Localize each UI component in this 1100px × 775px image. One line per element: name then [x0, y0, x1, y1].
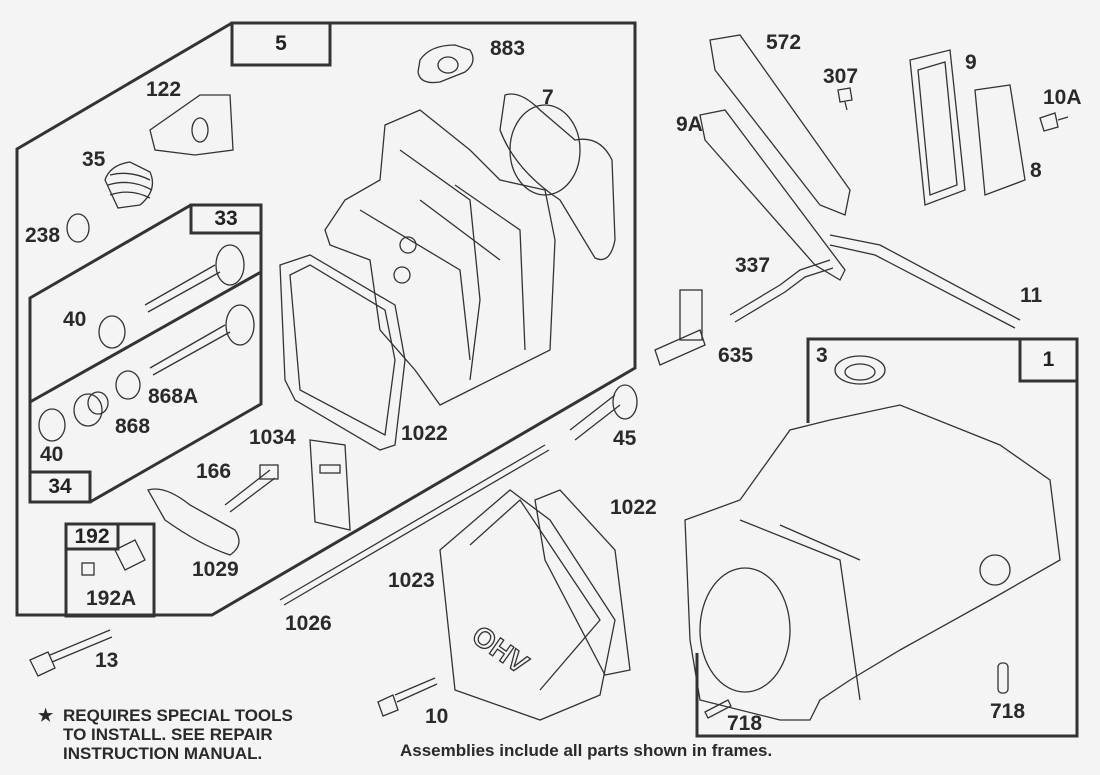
part-label-9: 9 [965, 51, 977, 74]
retainer-40a [98, 315, 126, 349]
gasket-1022 [279, 254, 406, 451]
frame-192-label: 192 [74, 524, 110, 548]
frame-33-tag [189, 203, 263, 235]
part-label-166: 166 [196, 460, 232, 483]
gasket-572 [709, 34, 851, 216]
frame-33-outline [28, 203, 263, 504]
spark-plug-337 [729, 259, 834, 323]
part-label-1022: 1022 [610, 496, 657, 519]
part-label-35: 35 [82, 148, 106, 171]
retainer-40b [38, 408, 66, 442]
fitting-635 [654, 289, 706, 366]
frame-34-tag [28, 470, 92, 504]
part-label-868a: 868A [148, 385, 199, 408]
gasket-9a [699, 109, 846, 281]
seal-3 [834, 355, 886, 385]
frame-1-tag [1018, 337, 1079, 383]
part-label-718: 718 [727, 712, 763, 735]
part-label-40: 40 [40, 443, 64, 466]
rocker-1029 [147, 488, 240, 556]
part-label-13: 13 [95, 649, 119, 672]
part-label-11: 11 [1020, 284, 1043, 307]
star-icon: ★ [38, 706, 54, 725]
cover-ohv-text: OHV [467, 620, 535, 680]
part-label-1034: 1034 [249, 426, 296, 449]
part-label-635: 635 [718, 344, 754, 367]
part-label-883: 883 [490, 37, 526, 60]
seal-868 [73, 391, 109, 427]
part-label-307: 307 [823, 65, 859, 88]
bolt-10 [377, 677, 438, 717]
part-label-238: 238 [25, 224, 61, 247]
part-label-10a: 10A [1043, 86, 1082, 109]
dowel-718b [997, 662, 1009, 694]
guide-192 [81, 539, 146, 576]
stud-166 [224, 464, 279, 513]
frame-1-outline [695, 337, 1079, 738]
plate-1034 [309, 439, 351, 531]
part-label-40: 40 [63, 308, 87, 331]
tube-45 [569, 384, 638, 441]
part-label-3: 3 [816, 344, 828, 367]
part-label-718: 718 [990, 700, 1026, 723]
note-line: TO INSTALL. SEE REPAIR [63, 725, 273, 744]
part-label-1022: 1022 [401, 422, 448, 445]
cylinder-head [324, 109, 556, 406]
part-label-7: 7 [542, 86, 554, 109]
frame-1-label: 1 [1042, 348, 1055, 371]
gasket-883 [417, 44, 474, 84]
part-label-8: 8 [1030, 159, 1042, 182]
frame-34-label: 34 [48, 475, 72, 498]
part-label-1029: 1029 [192, 558, 239, 581]
frame-192-tag [64, 522, 120, 551]
part-label-1026: 1026 [285, 612, 332, 635]
part-label-10: 10 [425, 705, 449, 728]
screw-10a [1039, 112, 1069, 132]
gasket-1022b [534, 489, 631, 676]
cover-1023 [439, 489, 616, 721]
gasket-9 [909, 49, 966, 206]
part-label-337: 337 [735, 254, 771, 277]
tube-11 [829, 234, 1021, 329]
assemblies-note: Assemblies include all parts shown in fr… [400, 741, 773, 760]
frame-33-label: 33 [214, 207, 238, 230]
pushrod-1026 [279, 444, 550, 606]
part-label-572: 572 [766, 31, 802, 54]
part-label-192a: 192A [86, 587, 137, 610]
frame-divider [29, 270, 262, 404]
screw-307 [837, 87, 853, 111]
part-label-9a: 9A [676, 113, 703, 136]
bracket-122 [149, 94, 234, 156]
note-line: REQUIRES SPECIAL TOOLS [63, 706, 293, 725]
cover-8 [974, 84, 1026, 196]
washer-868a [115, 370, 141, 400]
valve-intake [144, 244, 245, 313]
cap-238 [66, 213, 90, 243]
part-label-868: 868 [115, 415, 151, 438]
part-label-122: 122 [146, 78, 182, 101]
special-tools-note: ★ REQUIRES SPECIAL TOOLS TO INSTALL. SEE… [38, 706, 293, 763]
spring-35 [104, 161, 154, 209]
frame-5-label: 5 [275, 32, 287, 55]
frame-5-tag [230, 21, 332, 67]
bolt-13 [29, 629, 113, 677]
dowel-718a [704, 699, 732, 719]
part-label-45: 45 [613, 427, 637, 450]
note-line: INSTRUCTION MANUAL. [63, 744, 263, 763]
cylinder-block [684, 404, 1061, 721]
part-label-1023: 1023 [388, 569, 435, 592]
gasket-7 [499, 93, 616, 261]
valve-exhaust [149, 304, 255, 376]
